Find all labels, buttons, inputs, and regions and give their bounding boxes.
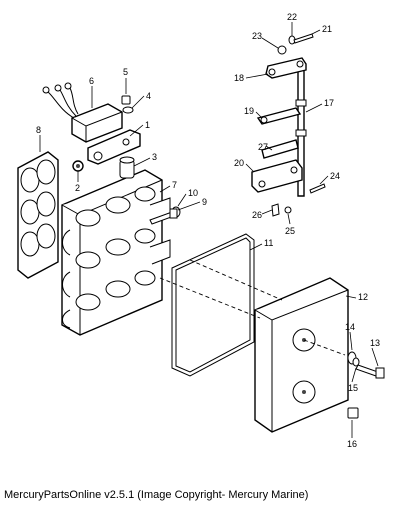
callout-15: 15 [348,383,358,393]
fitting-part-3 [119,156,135,179]
screw-part-24 [309,183,326,194]
callout-6: 6 [89,76,94,86]
link-arm-part-19 [256,107,302,125]
fitting-part-2 [72,160,84,172]
callout-27: 27 [258,142,268,152]
screw-part-21 [293,33,314,44]
bracket-part-1 [87,129,141,165]
callout-13: 13 [370,338,380,348]
callout-1: 1 [145,120,150,130]
callout-22: 22 [287,12,297,22]
plug-part-16 [347,407,359,419]
copyright-caption: MercuryPartsOnline v2.5.1 (Image Copyrig… [4,489,309,501]
gasket-plate-part-8 [17,151,59,279]
callout-19: 19 [244,106,254,116]
callout-10: 10 [188,188,198,198]
washer-part-4 [122,106,134,114]
callout-24: 24 [330,171,340,181]
cover-gasket-part-11 [171,233,255,377]
callout-11: 11 [264,238,273,248]
washer-part-15 [352,357,360,367]
link-arm-part-18 [265,57,307,79]
callout-2: 2 [75,183,80,193]
callout-7: 7 [172,180,177,190]
callout-5: 5 [123,67,128,77]
callout-23: 23 [252,31,262,41]
callout-26: 26 [252,210,262,220]
clip-part-23 [277,45,287,55]
cover-part-12 [254,277,349,433]
callout-16: 16 [347,439,357,449]
callout-3: 3 [152,152,157,162]
nut-part-5 [121,95,131,105]
callout-14: 14 [345,322,355,332]
pin-part-26 [271,203,280,217]
leader-lines [39,22,379,438]
callout-17: 17 [324,98,334,108]
callout-12: 12 [358,292,368,302]
intake-body [61,169,171,336]
callout-8: 8 [36,125,41,135]
module-part-6 [42,82,123,143]
lever-part-20 [251,159,303,193]
link-arm-part-27 [261,139,299,159]
callout-9: 9 [202,197,207,207]
callout-21: 21 [322,24,332,34]
bolt-part-13 [355,364,385,379]
washer-part-25 [284,206,292,214]
callout-18: 18 [234,73,244,83]
callout-20: 20 [234,158,244,168]
screw-part-9 [149,208,178,225]
callout-25: 25 [285,226,295,236]
callout-4: 4 [146,91,151,101]
